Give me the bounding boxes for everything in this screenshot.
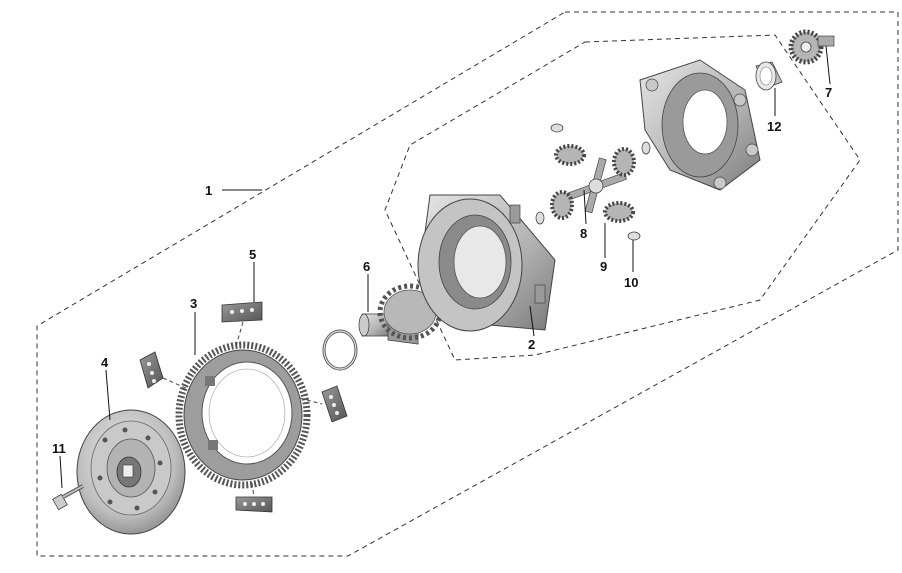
small-washer: [550, 123, 564, 133]
friction-block-right: [321, 385, 348, 423]
callout-6: 6: [363, 259, 370, 274]
callout-1: 1: [205, 183, 212, 198]
callout-2: 2: [528, 337, 535, 352]
housing-subassembly-outline: [384, 34, 861, 361]
callout-11: 11: [52, 441, 66, 456]
alignment-line: [162, 377, 191, 391]
thrust-washer-small: [627, 231, 641, 241]
friction-block-left: [139, 351, 164, 389]
small-washer: [535, 211, 545, 225]
thrust-washer: [322, 329, 358, 371]
spider-gear-bottom: [603, 201, 635, 223]
alignment-line: [235, 321, 244, 347]
callout-5: 5: [249, 247, 256, 262]
alignment-line: [251, 482, 255, 498]
spider-gear-top: [554, 144, 586, 166]
callout-4: 4: [101, 355, 109, 370]
callout-12: 12: [767, 119, 781, 134]
spider-gear-left: [550, 190, 574, 220]
flange-disc: [76, 409, 186, 535]
small-washer: [641, 141, 651, 155]
callout-9: 9: [600, 259, 607, 274]
ring-gear: [175, 341, 311, 489]
housing-cover: [639, 59, 761, 191]
callout-10: 10: [624, 275, 638, 290]
callout-8: 8: [580, 226, 587, 241]
friction-block-bottom: [235, 496, 273, 513]
bolt: [52, 484, 84, 511]
friction-block-top: [221, 301, 263, 323]
leader-lines: [59, 45, 831, 489]
differential-housing: [417, 194, 556, 332]
callout-7: 7: [825, 85, 832, 100]
bevel-pinion: [788, 29, 835, 65]
alignment-line: [299, 397, 323, 405]
assembly-outline: [36, 11, 899, 557]
callout-3: 3: [190, 296, 197, 311]
bushing: [755, 61, 783, 91]
spider-gear-right: [612, 147, 636, 177]
